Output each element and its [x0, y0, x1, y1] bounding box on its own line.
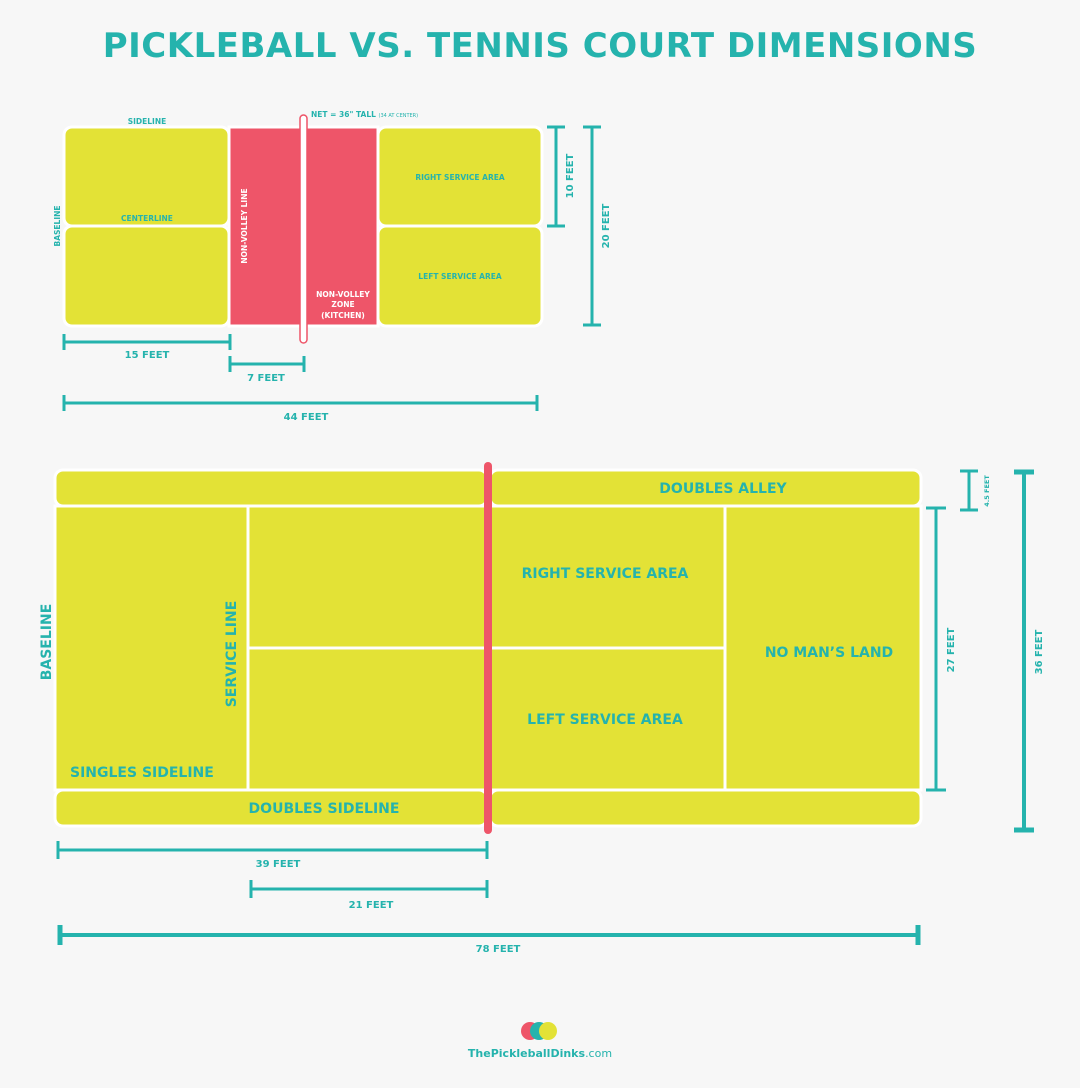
tn-dimensions	[56, 469, 1034, 945]
tennis-court: DOUBLES ALLEY BASELINE SERVICE LINE RIGH…	[39, 462, 923, 834]
pb-dim-10: 10 FEET	[565, 153, 576, 198]
pickleball-dinks-logo	[521, 1022, 557, 1040]
tn-service-box-left-bottom	[246, 646, 490, 792]
pb-left-service-top	[62, 125, 231, 228]
pb-dim-20: 20 FEET	[601, 203, 612, 248]
tn-dim-45: 4.5 FEET	[983, 475, 991, 507]
tn-dim-27: 27 FEET	[946, 627, 957, 672]
footer-brand[interactable]: ThePickleballDinks.com	[467, 1047, 613, 1060]
pickleball-court: SIDELINE NET = 36" TALL (34 AT CENTER) B…	[53, 110, 544, 344]
tn-dim-78: 78 FEET	[476, 944, 521, 955]
pb-dimensions	[62, 125, 601, 411]
pb-centerline-label: CENTERLINE	[121, 214, 173, 223]
tn-net	[484, 462, 492, 834]
tn-backcourt-right	[723, 504, 923, 792]
pb-kitchen-right	[301, 125, 380, 328]
pb-net-label: NET = 36" TALL (34 AT CENTER)	[311, 110, 418, 119]
tn-left-service-box	[486, 646, 727, 792]
tn-dim-39: 39 FEET	[256, 859, 301, 870]
tn-service-box-left-top	[246, 504, 490, 650]
tn-no-mans-land-label: NO MAN’S LAND	[765, 645, 893, 661]
tn-baseline-label: BASELINE	[39, 604, 55, 681]
page-title: PICKLEBALL VS. TENNIS COURT DIMENSIONS	[102, 26, 978, 66]
tn-doubles-sideline-label: DOUBLES SIDELINE	[249, 801, 400, 817]
pb-dim-7: 7 FEET	[247, 373, 285, 384]
pb-kitchen-label-2: ZONE	[331, 300, 354, 309]
pb-sideline-label: SIDELINE	[128, 117, 167, 126]
tn-backcourt-left	[53, 504, 250, 792]
pb-left-service-area	[376, 224, 544, 328]
pb-dim-15: 15 FEET	[125, 350, 170, 361]
pb-non-volley-line-label: NON-VOLLEY LINE	[240, 188, 249, 263]
pb-left-service-label: LEFT SERVICE AREA	[418, 272, 502, 281]
pb-kitchen-label-3: (KITCHEN)	[321, 311, 365, 320]
tn-doubles-alley-top-left	[53, 468, 489, 508]
tn-left-service-label: LEFT SERVICE AREA	[527, 712, 683, 728]
tn-dim-36: 36 FEET	[1034, 629, 1045, 674]
tn-right-service-label: RIGHT SERVICE AREA	[522, 566, 689, 582]
pb-left-service-bottom	[62, 224, 231, 328]
tn-dim-21: 21 FEET	[349, 900, 394, 911]
pb-net	[299, 114, 308, 344]
tn-doubles-alley-bottom-right	[488, 788, 923, 828]
pb-kitchen-label-1: NON-VOLLEY	[316, 290, 370, 299]
tn-service-line-label: SERVICE LINE	[224, 601, 240, 708]
pb-baseline-label: BASELINE	[53, 205, 62, 246]
pb-right-service-label: RIGHT SERVICE AREA	[415, 173, 505, 182]
tn-doubles-alley-label: DOUBLES ALLEY	[659, 481, 787, 497]
pb-kitchen-left	[227, 125, 305, 328]
pb-dim-44: 44 FEET	[284, 412, 329, 423]
tn-singles-sideline-label: SINGLES SIDELINE	[70, 765, 214, 781]
